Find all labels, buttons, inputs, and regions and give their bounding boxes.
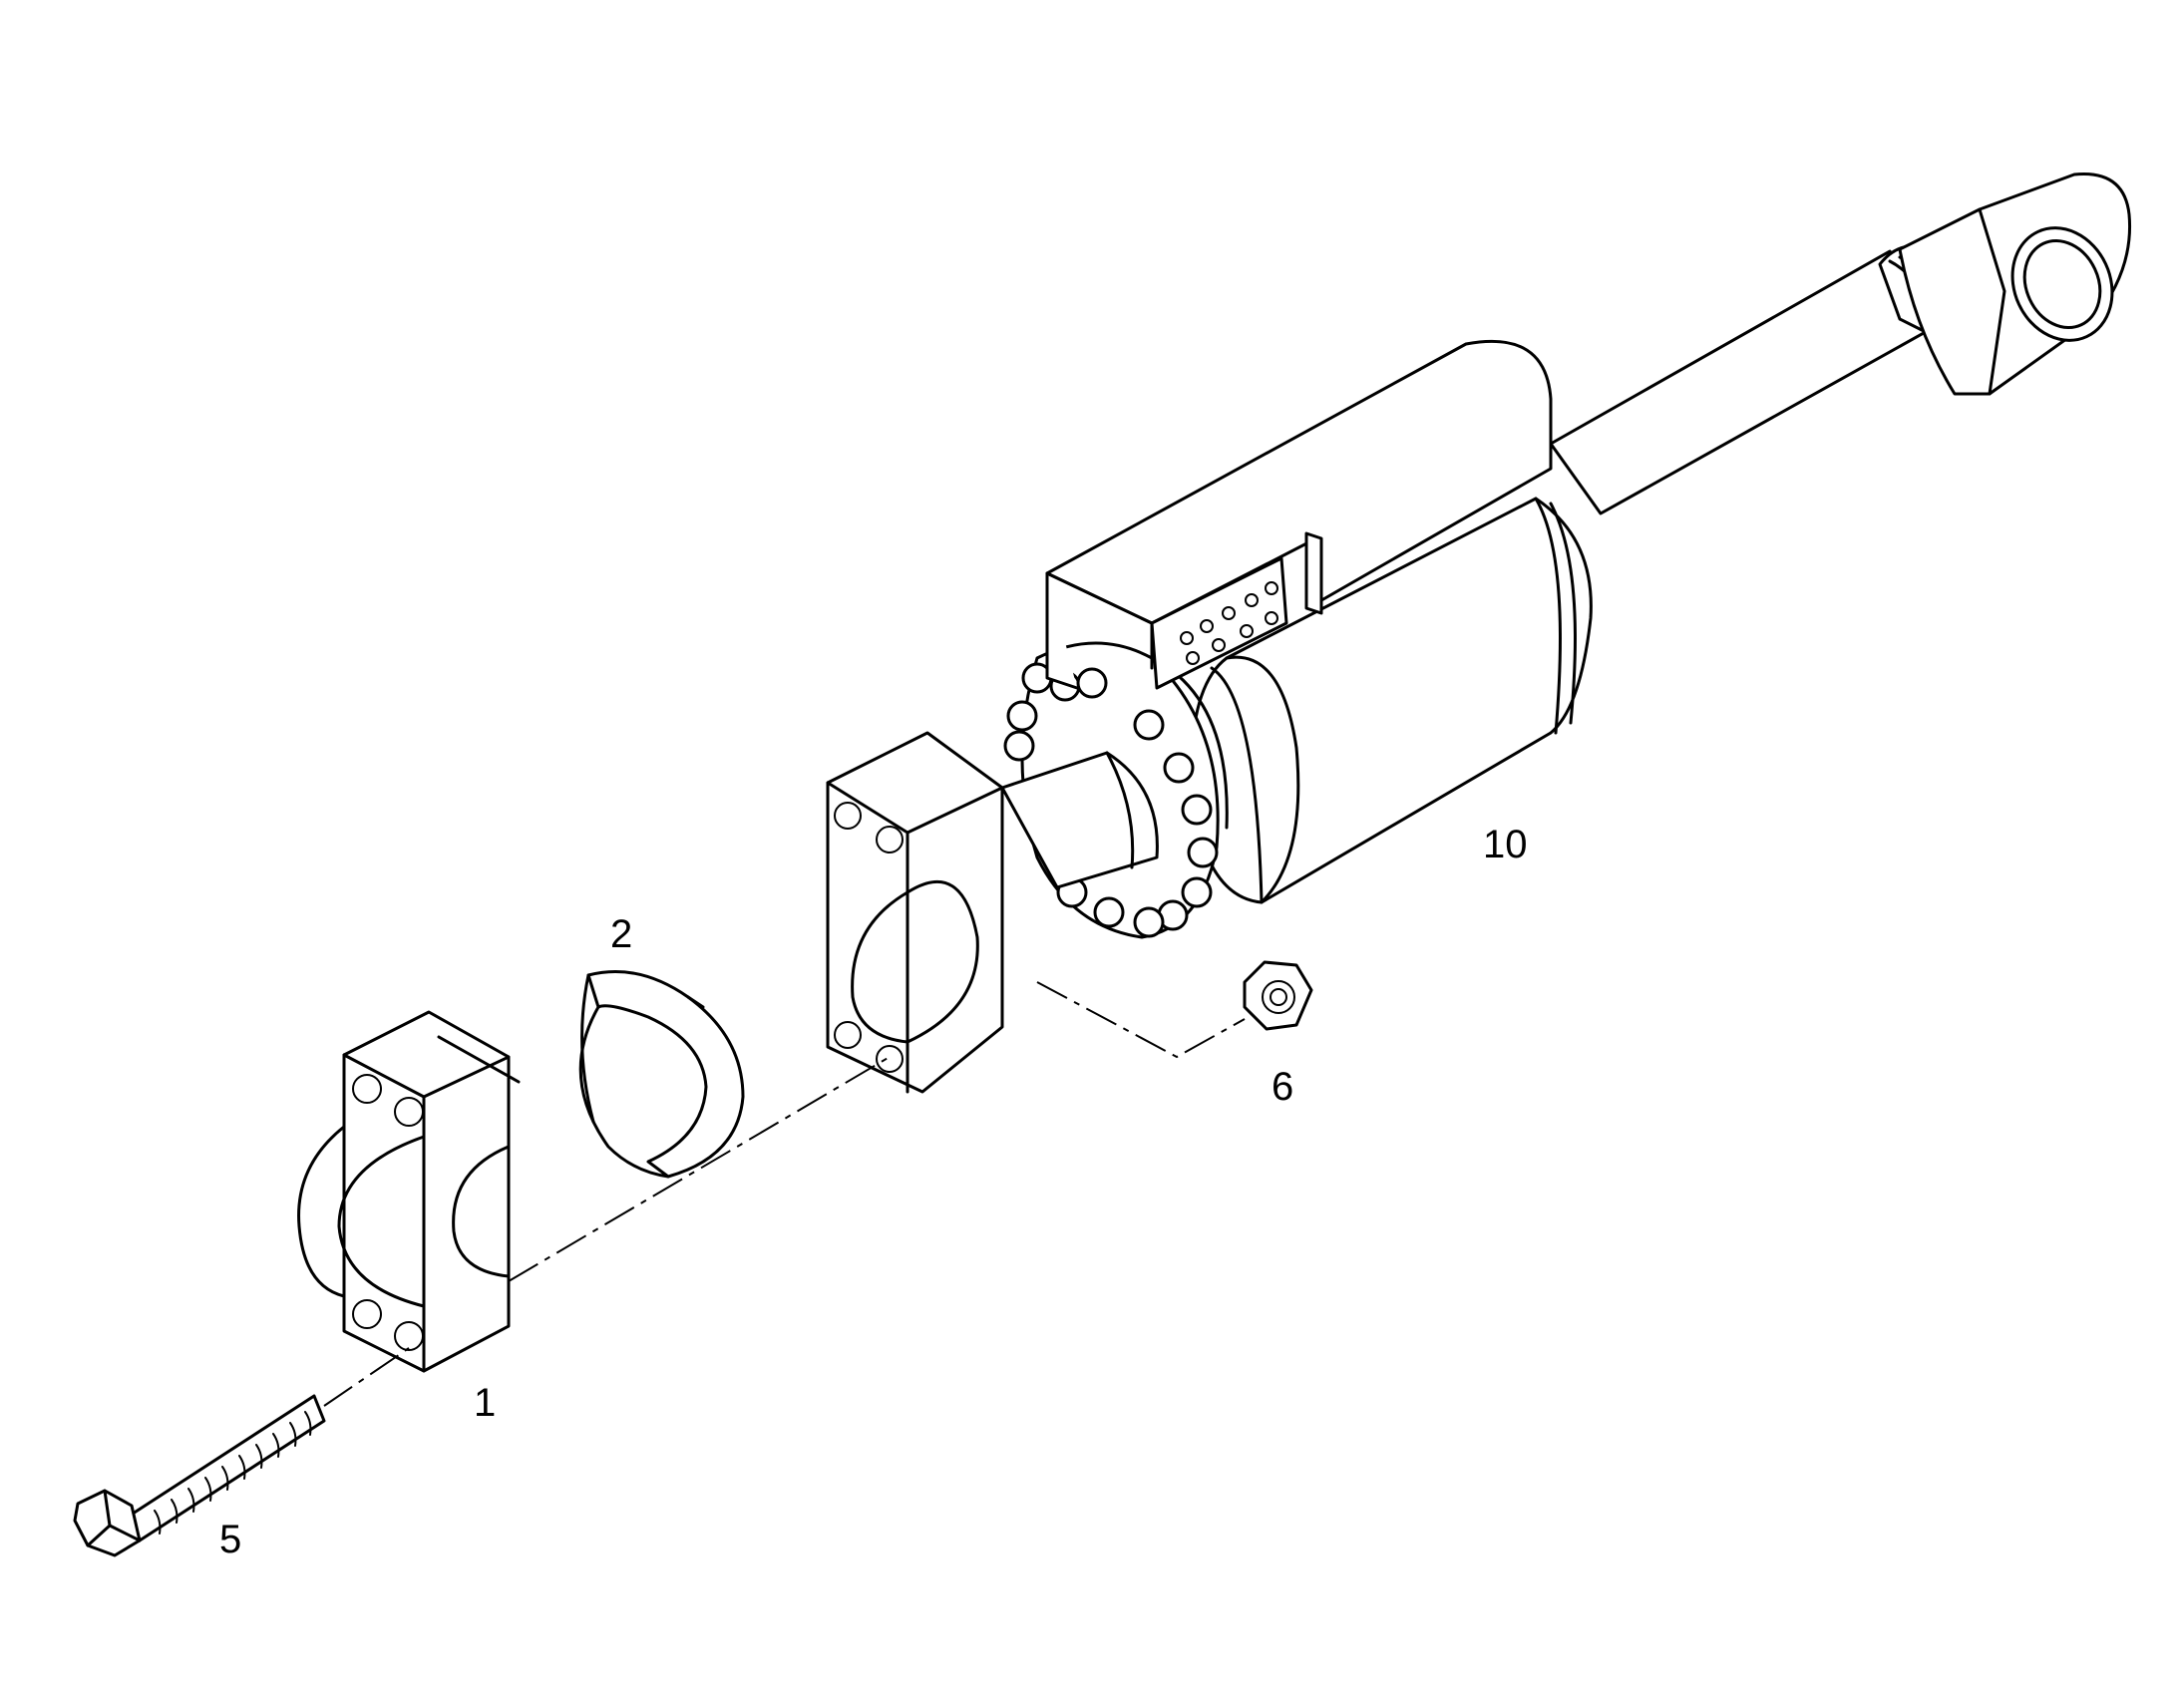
- cylinder-barrel: [1189, 497, 1593, 904]
- assembly-lines: [323, 981, 1246, 1407]
- flange-bolts: [1003, 662, 1219, 938]
- cylinder-assembly: [826, 172, 2132, 1094]
- piston-rod: [1549, 244, 1953, 515]
- rod-eye: [1898, 172, 2132, 396]
- callout-6: 6: [1272, 1065, 1293, 1109]
- hex-nut: [1243, 960, 1313, 1031]
- callout-2: 2: [610, 912, 632, 956]
- clamp-half: [297, 1010, 521, 1373]
- bearing-shell: [578, 969, 745, 1179]
- callout-5: 5: [219, 1518, 241, 1561]
- cylinder-clamp-block: [826, 731, 1004, 1094]
- callouts: 1 2 5 6 10: [219, 823, 1528, 1561]
- cylinder-cover: [1045, 339, 1553, 690]
- cylinder-neck: [1000, 751, 1159, 889]
- cover-hole-plate: [1150, 556, 1288, 690]
- hex-bolt: [73, 1394, 326, 1557]
- bolt-threads: [154, 1411, 312, 1535]
- callout-1: 1: [474, 1381, 496, 1425]
- callout-10: 10: [1483, 823, 1528, 866]
